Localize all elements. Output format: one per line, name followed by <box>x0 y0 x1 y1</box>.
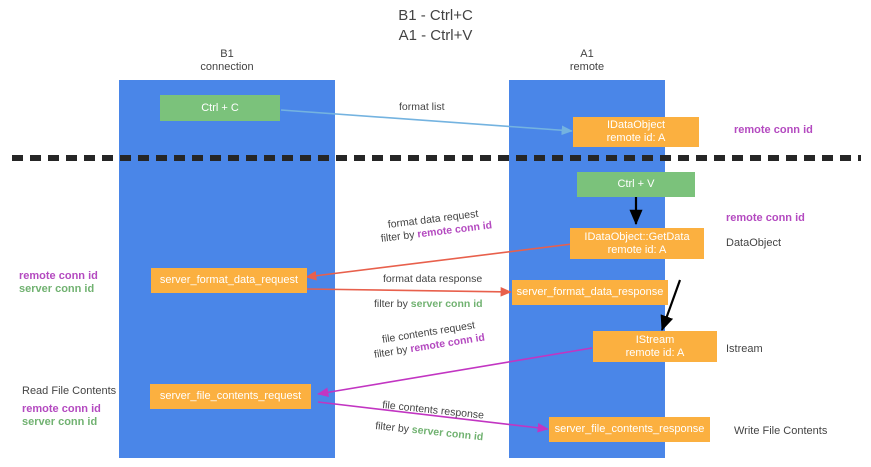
node-idataobject-label: IDataObject <box>606 119 666 131</box>
edge-label-format-list: format list <box>399 101 445 113</box>
node-istream-label: IStream <box>635 333 675 346</box>
caption-left-read-file-contents: Read File Contents <box>22 385 117 397</box>
node-server-format-data-request[interactable]: server_format_data_request <box>151 268 307 293</box>
caption-left-server-conn-id-bot: server conn id <box>22 416 98 428</box>
node-server-file-contents-response-label: server_file_contents_response <box>554 423 705 435</box>
edge-label-format-data-response: format data response <box>383 273 483 285</box>
caption-right-istream: Istream <box>726 343 763 355</box>
edge-label-file-contents-response-filter: filter by server conn id <box>375 419 484 444</box>
filter-key-server-conn-id-2: server conn id <box>411 423 484 444</box>
lane-header-b1-name: B1 <box>220 48 234 60</box>
node-idataobject[interactable]: IDataObject remote id: A <box>573 117 699 147</box>
node-istream-remote-id: remote id: A <box>625 346 685 359</box>
caption-right-dataobject: DataObject <box>726 237 782 249</box>
caption-right-remote-conn-id-top: remote conn id <box>734 124 813 136</box>
node-getdata-remote-id: remote id: A <box>607 243 667 256</box>
node-server-format-data-request-label: server_format_data_request <box>159 274 299 286</box>
lane-header-a1: A1 remote <box>487 48 687 74</box>
filter-prefix-3: filter by <box>373 343 412 361</box>
edge-label-file-contents-response: file contents response <box>381 398 485 422</box>
lane-header-b1: B1 connection <box>127 48 327 74</box>
lane-header-b1-role: connection <box>200 61 254 73</box>
lane-header-a1-role: remote <box>569 61 605 73</box>
node-idataobject-remote-id: remote id: A <box>606 132 666 144</box>
node-idataobject-getdata[interactable]: IDataObject::GetData remote id: A <box>570 228 704 259</box>
caption-left-remote-conn-id-bot: remote conn id <box>22 403 101 415</box>
diagram-title-line2: A1 - Ctrl+V <box>398 27 473 44</box>
node-server-format-data-response-label: server_format_data_response <box>516 286 664 298</box>
caption-left-remote-conn-id-mid: remote conn id <box>19 270 98 282</box>
filter-prefix-2: filter by <box>374 298 411 310</box>
lane-header-a1-name: A1 <box>580 48 594 60</box>
filter-prefix-1: filter by <box>380 228 419 245</box>
node-ctrl-v[interactable]: Ctrl + V <box>577 172 695 197</box>
connector-format-data-response <box>306 287 512 297</box>
filter-prefix-4: filter by <box>374 419 413 436</box>
edge-label-format-data-response-filter: filter by server conn id <box>374 297 483 311</box>
caption-right-write-file-contents: Write File Contents <box>734 425 828 437</box>
caption-right-remote-conn-id-mid: remote conn id <box>726 212 805 224</box>
node-server-file-contents-request[interactable]: server_file_contents_request <box>150 384 311 409</box>
node-ctrl-v-label: Ctrl + V <box>617 178 655 190</box>
node-istream[interactable]: IStream remote id: A <box>593 331 717 362</box>
node-server-format-data-response[interactable]: server_format_data_response <box>512 280 668 305</box>
diagram-title: B1 - Ctrl+C A1 - Ctrl+V <box>0 6 871 46</box>
node-getdata-label: IDataObject::GetData <box>584 230 690 243</box>
node-ctrl-c[interactable]: Ctrl + C <box>160 95 280 121</box>
node-server-file-contents-response[interactable]: server_file_contents_response <box>549 417 710 442</box>
caption-left-server-conn-id-mid: server conn id <box>19 283 95 295</box>
diagram-title-line1: B1 - Ctrl+C <box>398 7 473 24</box>
node-server-file-contents-request-label: server_file_contents_request <box>159 390 302 402</box>
node-ctrl-c-label: Ctrl + C <box>201 101 239 114</box>
filter-key-server-conn-id-1: server conn id <box>410 298 483 310</box>
